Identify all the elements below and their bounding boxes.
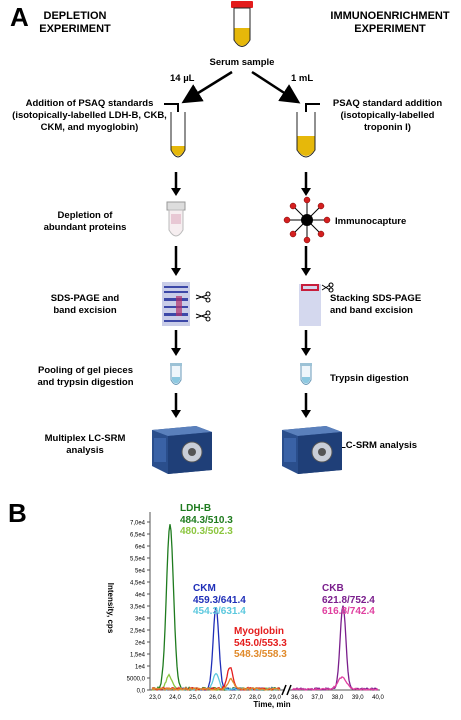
ckm-transition-2: 454.3/631.4 — [193, 606, 246, 617]
split-arrows — [181, 70, 301, 104]
immunocapture-bead-icon — [283, 196, 331, 244]
right-step-5: LC-SRM analysis — [340, 440, 418, 451]
label-ckb: CKB 621.8/752.4 616.8/742.4 — [322, 583, 375, 618]
y-tick-label: 3e4 — [135, 617, 146, 623]
left-microtube-icon — [170, 363, 182, 385]
x-tick-label: 37,0 — [311, 695, 323, 701]
right-mass-spec-icon — [282, 426, 342, 474]
x-tick-label: 29,0 — [269, 695, 281, 701]
myoglobin-transition-2: 548.3/558.3 — [234, 649, 287, 660]
label-myoglobin: Myoglobin 545.0/553.3 548.3/558.3 — [234, 626, 287, 661]
y-tick-label: 2e4 — [135, 641, 146, 647]
ldh-b-transition-1: 484.3/510.3 — [180, 514, 233, 526]
label-ckm: CKM 459.3/641.4 454.3/631.4 — [193, 583, 246, 618]
right-step-4: Trypsin digestion — [330, 373, 409, 384]
y-axis-label: Intensity, cps — [106, 583, 115, 634]
left-volume-label: 14 µL — [170, 73, 195, 84]
ckm-trace-2 — [151, 672, 281, 691]
left-mass-spec-icon — [152, 426, 212, 474]
y-tick-label: 2,5e4 — [130, 629, 146, 635]
ckb-trace-2 — [291, 676, 379, 691]
left-step-5: Multiplex LC-SRM analysis — [44, 433, 126, 456]
serum-sample-label: Serum sample — [209, 57, 275, 68]
x-tick-label: 24,0 — [169, 695, 181, 701]
left-step-1: Addition of PSAQ standards (isotopically… — [12, 98, 167, 133]
ldh-b-name: LDH-B — [180, 503, 212, 514]
panel-a-letter: A — [10, 2, 29, 32]
depletion-column-icon — [166, 201, 186, 237]
y-tick-label: 5,5e4 — [130, 557, 146, 563]
myoglobin-name: Myoglobin — [234, 626, 284, 637]
y-tick-label: 1e4 — [135, 665, 146, 671]
ckb-transition-1: 621.8/752.4 — [322, 594, 375, 606]
right-header-line1: IMMUNOENRICHMENT — [330, 10, 450, 22]
ckm-name: CKM — [193, 583, 216, 594]
myoglobin-transition-1: 545.0/553.3 — [234, 637, 287, 649]
x-axis-label: Time, min — [253, 700, 290, 709]
x-tick-label: 23,0 — [149, 695, 161, 701]
ldh-b-transition-2: 480.3/502.3 — [180, 526, 233, 537]
chromatogram: 0,0 5000,0 1e4 1,5e4 2e4 2,5e4 3e4 3,5e4 4e4 4,5e… — [106, 512, 384, 709]
flow-arrows — [171, 172, 311, 418]
left-step-2: Depletion of abundant proteins — [43, 210, 127, 233]
left-step-3: SDS-PAGE and band excision — [50, 293, 120, 316]
right-header-line2: EXPERIMENT — [354, 23, 426, 35]
x-tick-label: 36,0 — [291, 695, 303, 701]
x-tick-label: 26,0 — [209, 695, 221, 701]
ckb-transition-2: 616.8/742.4 — [322, 606, 375, 617]
y-tick-label: 6,5e4 — [130, 533, 146, 539]
x-tick-label: 27,0 — [229, 695, 241, 701]
x-tick-label: 28,0 — [249, 695, 261, 701]
axis-break — [281, 684, 292, 696]
left-header: DEPLETION EXPERIMENT — [30, 10, 120, 36]
myoglobin-trace-2 — [151, 677, 280, 692]
left-step-4: Pooling of gel pieces and trypsin digest… — [37, 365, 134, 388]
y-tick-label: 1,5e4 — [130, 653, 146, 659]
y-tick-label: 4,5e4 — [130, 581, 146, 587]
y-tick-label: 5e4 — [135, 569, 146, 575]
y-tick-label: 4e4 — [135, 593, 146, 599]
x-tick-label: 25,0 — [189, 695, 201, 701]
y-tick-label: 5000,0 — [127, 677, 146, 683]
panel-b-letter: B — [8, 498, 27, 528]
serum-tube-icon — [231, 1, 253, 47]
stacking-gel-icon — [299, 282, 334, 326]
x-tick-label: 39,0 — [352, 695, 364, 701]
x-tick-label: 40,0 — [372, 695, 384, 701]
y-tick-label: 0,0 — [137, 689, 146, 695]
sds-gel-icon — [162, 282, 211, 326]
left-tube-icon — [164, 103, 186, 158]
right-volume-label: 1 mL — [291, 73, 314, 84]
y-tick-label: 7,0e4 — [130, 521, 146, 527]
right-microtube-icon — [300, 363, 312, 385]
x-tick-label: 38,0 — [332, 695, 344, 701]
ckb-name: CKB — [322, 583, 344, 594]
left-header-line1: DEPLETION — [43, 10, 107, 22]
y-tick-label: 6e4 — [135, 545, 146, 551]
right-step-3: Stacking SDS-PAGE and band excision — [330, 293, 422, 316]
ckb-trace-1 — [291, 605, 379, 692]
right-step-1: PSAQ standard addition (isotopically-lab… — [332, 98, 443, 133]
left-header-line2: EXPERIMENT — [39, 23, 111, 35]
right-step-2: Immunocapture — [335, 216, 407, 227]
label-ldh-b: LDH-B 484.3/510.3 480.3/502.3 — [180, 503, 233, 538]
right-tube-icon — [296, 103, 320, 158]
y-tick-label: 3,5e4 — [130, 605, 146, 611]
right-header: IMMUNOENRICHMENT EXPERIMENT — [325, 10, 455, 36]
ckm-transition-1: 459.3/641.4 — [193, 594, 246, 606]
